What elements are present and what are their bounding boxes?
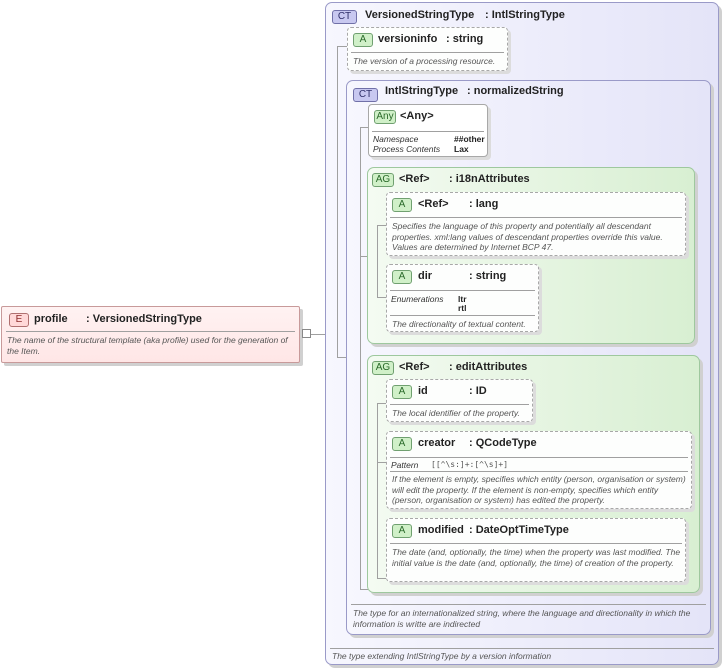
attribute-type: : QCodeType [469, 437, 537, 449]
tree-line [377, 462, 386, 463]
tree-line [360, 127, 368, 128]
enumerations-label: Enumerations [391, 294, 444, 304]
attribute-separator [390, 471, 688, 472]
attribute-badge-icon: A [392, 437, 412, 451]
attribute-separator [390, 543, 682, 544]
attribute-type: : lang [469, 198, 499, 210]
attribute-name: dir [418, 270, 433, 282]
pattern-label: Pattern [391, 460, 419, 470]
element-name: profile [34, 313, 68, 325]
attribute-group-badge-icon: AG [372, 361, 394, 375]
complex-type-badge-icon: CT [332, 10, 357, 24]
process-contents-value: Lax [454, 144, 469, 154]
complex-type-base: : normalizedString [467, 85, 564, 97]
attribute-group-name: : i18nAttributes [449, 173, 530, 185]
pattern-value: [[^\s:]+:[^\s]+] [431, 460, 509, 469]
tree-line [337, 46, 347, 47]
any-badge-icon: Any [374, 110, 396, 124]
any-wildcard-box[interactable]: Any <Any> Namespace ##other Process Cont… [368, 104, 488, 157]
attribute-group-badge-icon: AG [372, 173, 394, 187]
attribute-modified-box[interactable]: A modified : DateOptTimeType The date (a… [386, 518, 686, 582]
element-badge-icon: E [9, 313, 29, 327]
attribute-separator [390, 404, 529, 405]
attribute-lang-box[interactable]: A <Ref> : lang Specifies the language of… [386, 192, 686, 256]
complex-type-footer-separator [330, 648, 714, 649]
tree-line [377, 578, 386, 579]
attribute-separator [390, 457, 688, 458]
tree-line [360, 256, 368, 257]
attribute-type: : ID [469, 385, 487, 397]
attribute-type: : string [446, 33, 484, 45]
complex-type-name: IntlStringType [385, 85, 459, 97]
attribute-badge-icon: A [392, 385, 412, 399]
tree-line [360, 127, 361, 589]
attribute-group-name: : editAttributes [449, 361, 528, 373]
tree-line [377, 225, 386, 226]
tree-line [337, 46, 338, 357]
attribute-description: The version of a processing resource. [353, 56, 496, 66]
tree-line [377, 403, 378, 578]
complex-type-description: The type for an internationalized string… [353, 608, 691, 629]
attribute-separator [351, 52, 504, 53]
attribute-badge-icon: A [392, 524, 412, 538]
tree-line [377, 225, 378, 297]
enumeration-value: rtl [458, 303, 467, 313]
element-type: : VersionedStringType [86, 313, 202, 325]
complex-type-footer-separator [351, 604, 706, 605]
any-name: <Any> [400, 110, 434, 122]
expand-toggle-icon[interactable] [302, 329, 311, 338]
attribute-id-box[interactable]: A id : ID The local identifier of the pr… [386, 379, 533, 422]
complex-type-badge-icon: CT [353, 88, 378, 102]
attribute-name: versioninfo [378, 33, 438, 45]
element-separator [6, 331, 295, 332]
attribute-badge-icon: A [392, 270, 412, 284]
attribute-dir-box[interactable]: A dir : string Enumerations ltr rtl The … [386, 264, 539, 332]
tree-line [377, 403, 386, 404]
namespace-label: Namespace [373, 134, 419, 144]
attribute-description: The directionality of textual content. [392, 319, 526, 329]
attribute-description: The date (and, optionally, the time) whe… [392, 547, 681, 568]
tree-line [377, 297, 386, 298]
any-separator [372, 131, 484, 132]
namespace-value: ##other [454, 134, 485, 144]
attribute-separator [390, 315, 535, 316]
attribute-badge-icon: A [353, 33, 373, 47]
attribute-description: Specifies the language of this property … [392, 221, 663, 252]
tree-line [360, 589, 368, 590]
attribute-description: If the element is empty, specifies which… [392, 474, 686, 505]
process-contents-label: Process Contents [373, 144, 441, 154]
complex-type-base: : IntlStringType [485, 9, 565, 21]
element-description: The name of the structural template (aka… [7, 335, 288, 356]
profile-element-box[interactable]: E profile : VersionedStringType The name… [1, 306, 300, 363]
attribute-versioninfo-box[interactable]: A versioninfo : string The version of a … [347, 27, 508, 71]
attribute-creator-box[interactable]: A creator : QCodeType Pattern [[^\s:]+:[… [386, 431, 692, 509]
tree-line [337, 357, 347, 358]
attribute-name: modified [418, 524, 464, 536]
attribute-group-ref: <Ref> [399, 361, 430, 373]
attribute-separator [390, 290, 535, 291]
attribute-separator [390, 217, 682, 218]
attribute-name: creator [418, 437, 456, 449]
attribute-type: : DateOptTimeType [469, 524, 569, 536]
enumeration-value: ltr [458, 294, 467, 304]
complex-type-description: The type extending IntlStringType by a v… [332, 651, 552, 661]
attribute-type: : string [469, 270, 507, 282]
complex-type-name: VersionedStringType [365, 9, 475, 21]
attribute-name: id [418, 385, 428, 397]
root-connector-line [311, 334, 337, 335]
attribute-badge-icon: A [392, 198, 412, 212]
attribute-ref: <Ref> [418, 198, 449, 210]
attribute-description: The local identifier of the property. [392, 408, 520, 418]
attribute-group-ref: <Ref> [399, 173, 430, 185]
